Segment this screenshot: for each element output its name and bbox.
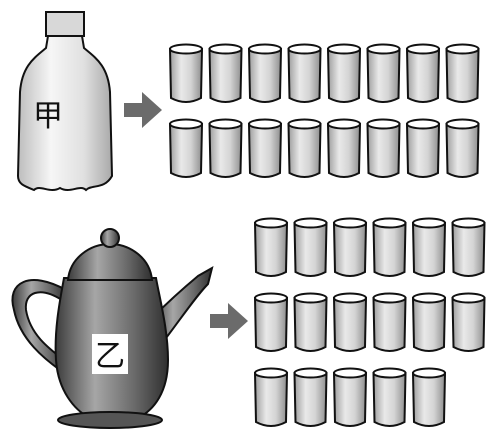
cup-icon	[293, 292, 328, 352]
teapot-knob	[100, 228, 120, 248]
cup-icon	[445, 43, 480, 103]
arrow-icon	[210, 303, 248, 339]
cup-icon	[287, 118, 322, 178]
cup-icon	[372, 217, 407, 277]
cup-icon	[293, 217, 328, 277]
cup-icon	[208, 118, 243, 178]
cup-icon	[332, 292, 368, 352]
cup-icon	[451, 217, 486, 277]
cup-icon	[293, 367, 328, 427]
cup-icon	[332, 217, 368, 277]
cup-icon	[366, 43, 401, 103]
cup-icon	[168, 118, 204, 178]
cup-icon	[451, 292, 486, 352]
cup-icon	[287, 43, 322, 103]
cup-icon	[247, 43, 283, 103]
cup-icon	[168, 43, 204, 103]
cup-icon	[411, 217, 447, 277]
cup-icon	[411, 292, 447, 352]
cup-icon	[253, 292, 289, 352]
cup-icon	[405, 43, 441, 103]
arrow-icon	[124, 92, 162, 128]
cup-icon	[372, 292, 407, 352]
cup-icon	[253, 217, 289, 277]
cup-icon	[405, 118, 441, 178]
cup-icon	[326, 43, 362, 103]
teapot-lid	[66, 242, 154, 281]
cup-icon	[411, 367, 447, 427]
bottle: 甲	[16, 11, 114, 192]
cup-icon	[208, 43, 243, 103]
teapot-spout	[150, 265, 214, 349]
cup-icon	[445, 118, 480, 178]
cups-group	[168, 43, 486, 427]
teapot: 乙	[11, 228, 214, 429]
cup-icon	[372, 367, 407, 427]
bottle-label: 甲	[33, 99, 63, 134]
cup-icon	[253, 367, 289, 427]
bottle-body	[16, 35, 114, 192]
cup-icon	[332, 367, 368, 427]
cup-icon	[326, 118, 362, 178]
teapot-label: 乙	[95, 339, 125, 374]
bottle-cap	[45, 11, 85, 37]
cup-icon	[366, 118, 401, 178]
cup-icon	[247, 118, 283, 178]
